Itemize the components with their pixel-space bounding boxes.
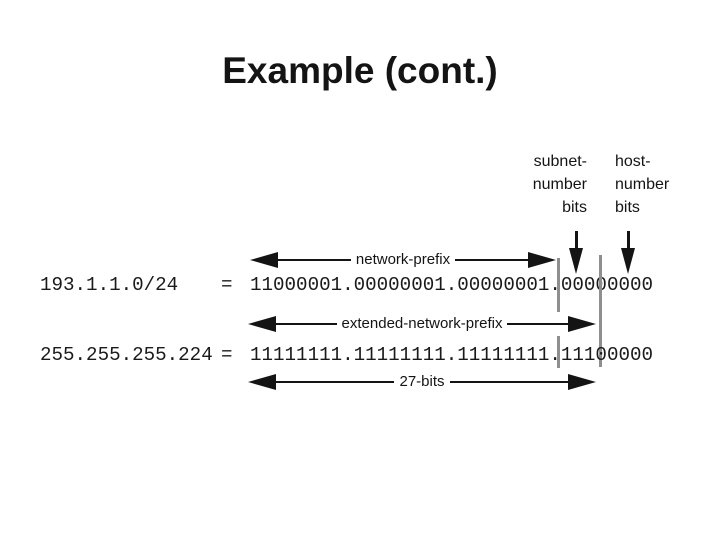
label-line: number xyxy=(615,176,670,193)
label-line: host- xyxy=(615,153,651,170)
slide-title: Example (cont.) xyxy=(222,50,498,91)
octet-boundary-separator xyxy=(557,258,560,312)
mask-binary-text: 11111111.11111111.11111111.11100000 xyxy=(250,344,654,366)
arrow-shaft xyxy=(276,322,337,326)
27-bits-arrow: 27-bits xyxy=(248,372,596,390)
host-number-bits-label: host- number bits xyxy=(615,150,720,219)
subnet-bits-down-arrow-shaft xyxy=(575,231,578,249)
subnet-host-boundary-separator xyxy=(599,255,602,367)
label-line: bits xyxy=(562,199,587,216)
arrow-shaft xyxy=(507,322,569,326)
extended-network-prefix-arrow-label: extended-network-prefix xyxy=(341,314,503,332)
network-prefix-arrow: network-prefix xyxy=(250,250,557,268)
right-arrowhead-icon xyxy=(568,374,596,390)
equals-sign: = xyxy=(221,344,233,366)
arrow-shaft xyxy=(278,258,351,262)
network-prefix-arrow-label: network-prefix xyxy=(355,250,451,268)
label-line: number xyxy=(532,176,587,193)
left-arrowhead-icon xyxy=(250,252,278,268)
address-binary-text: 11000001.00000001.00000001.00000000 xyxy=(250,274,654,296)
extended-network-prefix-arrow: extended-network-prefix xyxy=(248,314,597,332)
octet-boundary-separator xyxy=(557,336,560,368)
left-arrowhead-icon xyxy=(248,374,276,390)
27-bits-arrow-label: 27-bits xyxy=(399,372,445,390)
subnet-bits-down-arrow-icon xyxy=(569,248,583,274)
label-line: bits xyxy=(615,199,640,216)
right-arrowhead-icon xyxy=(528,252,557,268)
label-line: subnet- xyxy=(533,153,587,170)
subnet-number-bits-label: subnet- number bits xyxy=(457,150,587,219)
host-bits-down-arrow-shaft xyxy=(627,231,630,249)
arrow-shaft xyxy=(276,380,395,384)
left-arrowhead-icon xyxy=(248,316,276,332)
right-arrowhead-icon xyxy=(568,316,597,332)
subnet-mask-text: 255.255.255.224 xyxy=(40,344,213,366)
arrow-shaft xyxy=(455,258,529,262)
arrow-shaft xyxy=(449,380,568,384)
host-bits-down-arrow-icon xyxy=(620,248,635,274)
equals-sign: = xyxy=(221,274,233,296)
cidr-address-text: 193.1.1.0/24 xyxy=(40,274,179,296)
